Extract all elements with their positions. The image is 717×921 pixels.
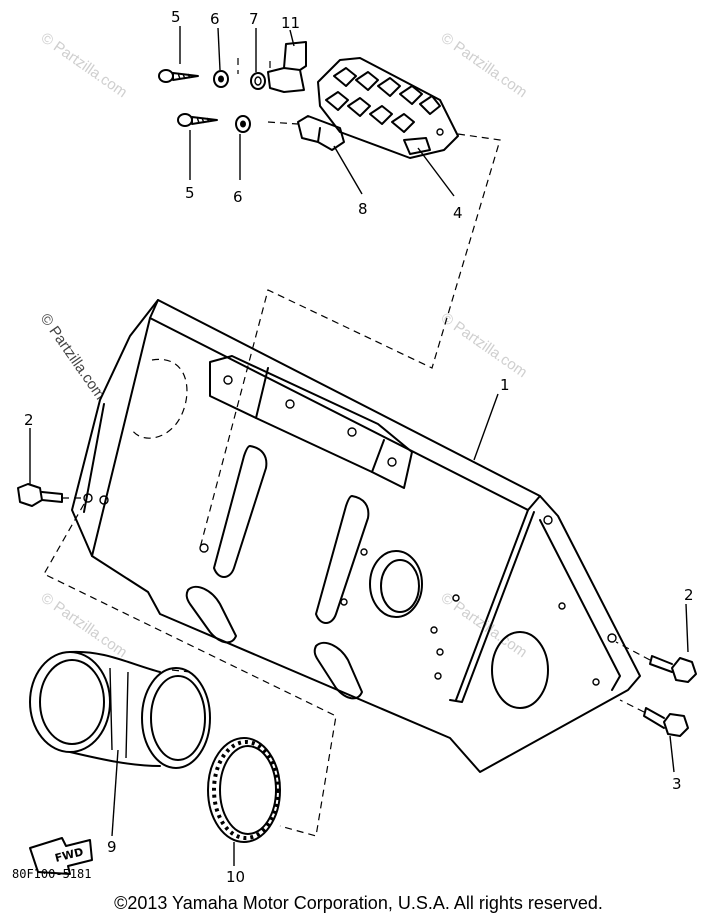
- callout-4: 4: [453, 204, 463, 222]
- screw-part-5-bottom: [177, 113, 218, 127]
- leader-dashed: [267, 121, 299, 125]
- callout-7: 7: [249, 10, 259, 28]
- leader-lines: [29, 26, 689, 866]
- watermark-text: © Partzilla.com: [438, 29, 531, 101]
- bracket-part-8: [297, 115, 345, 151]
- bracket-part-11: [267, 41, 307, 93]
- callout-1: 1: [500, 376, 510, 394]
- duct-part-9: [29, 650, 211, 769]
- callout-2-left: 2: [24, 411, 34, 429]
- callout-9: 9: [107, 838, 117, 856]
- watermark-text: © Partzilla.com: [37, 311, 109, 404]
- watermark-text: © Partzilla.com: [438, 309, 531, 381]
- panel-part-1: [71, 299, 641, 773]
- callout-8: 8: [358, 200, 368, 218]
- nut-part-6-bottom: [235, 115, 251, 133]
- copyright-notice: ©2013 Yamaha Motor Corporation, U.S.A. A…: [114, 893, 603, 913]
- leader-dashed: [619, 699, 645, 713]
- callout-2-right: 2: [684, 586, 694, 604]
- callout-10: 10: [226, 868, 245, 886]
- watermark-layer: © Partzilla.com © Partzilla.com © Partzi…: [37, 29, 531, 661]
- washer-part-7: [250, 72, 266, 90]
- diagram-code: 80F100-5181: [12, 867, 91, 881]
- callout-3: 3: [672, 775, 682, 793]
- seal-ring-part-10: [207, 737, 281, 843]
- assembly-lines: [43, 58, 501, 837]
- callout-6-bottom: 6: [233, 188, 243, 206]
- bolt-part-2-left: [17, 483, 63, 507]
- watermark-text: © Partzilla.com: [38, 589, 131, 661]
- callout-5-bottom: 5: [185, 184, 195, 202]
- screw-part-5-top: [158, 69, 199, 83]
- watermark-text: © Partzilla.com: [38, 29, 131, 101]
- callout-6-top: 6: [210, 10, 220, 28]
- leader-dashed: [615, 641, 651, 661]
- bolt-part-3: [643, 707, 689, 737]
- callout-11: 11: [281, 14, 300, 32]
- nut-part-6-top: [213, 70, 229, 88]
- bolt-part-2-right: [649, 655, 697, 683]
- grille-part-4: [317, 57, 459, 159]
- callout-5-top: 5: [171, 8, 181, 26]
